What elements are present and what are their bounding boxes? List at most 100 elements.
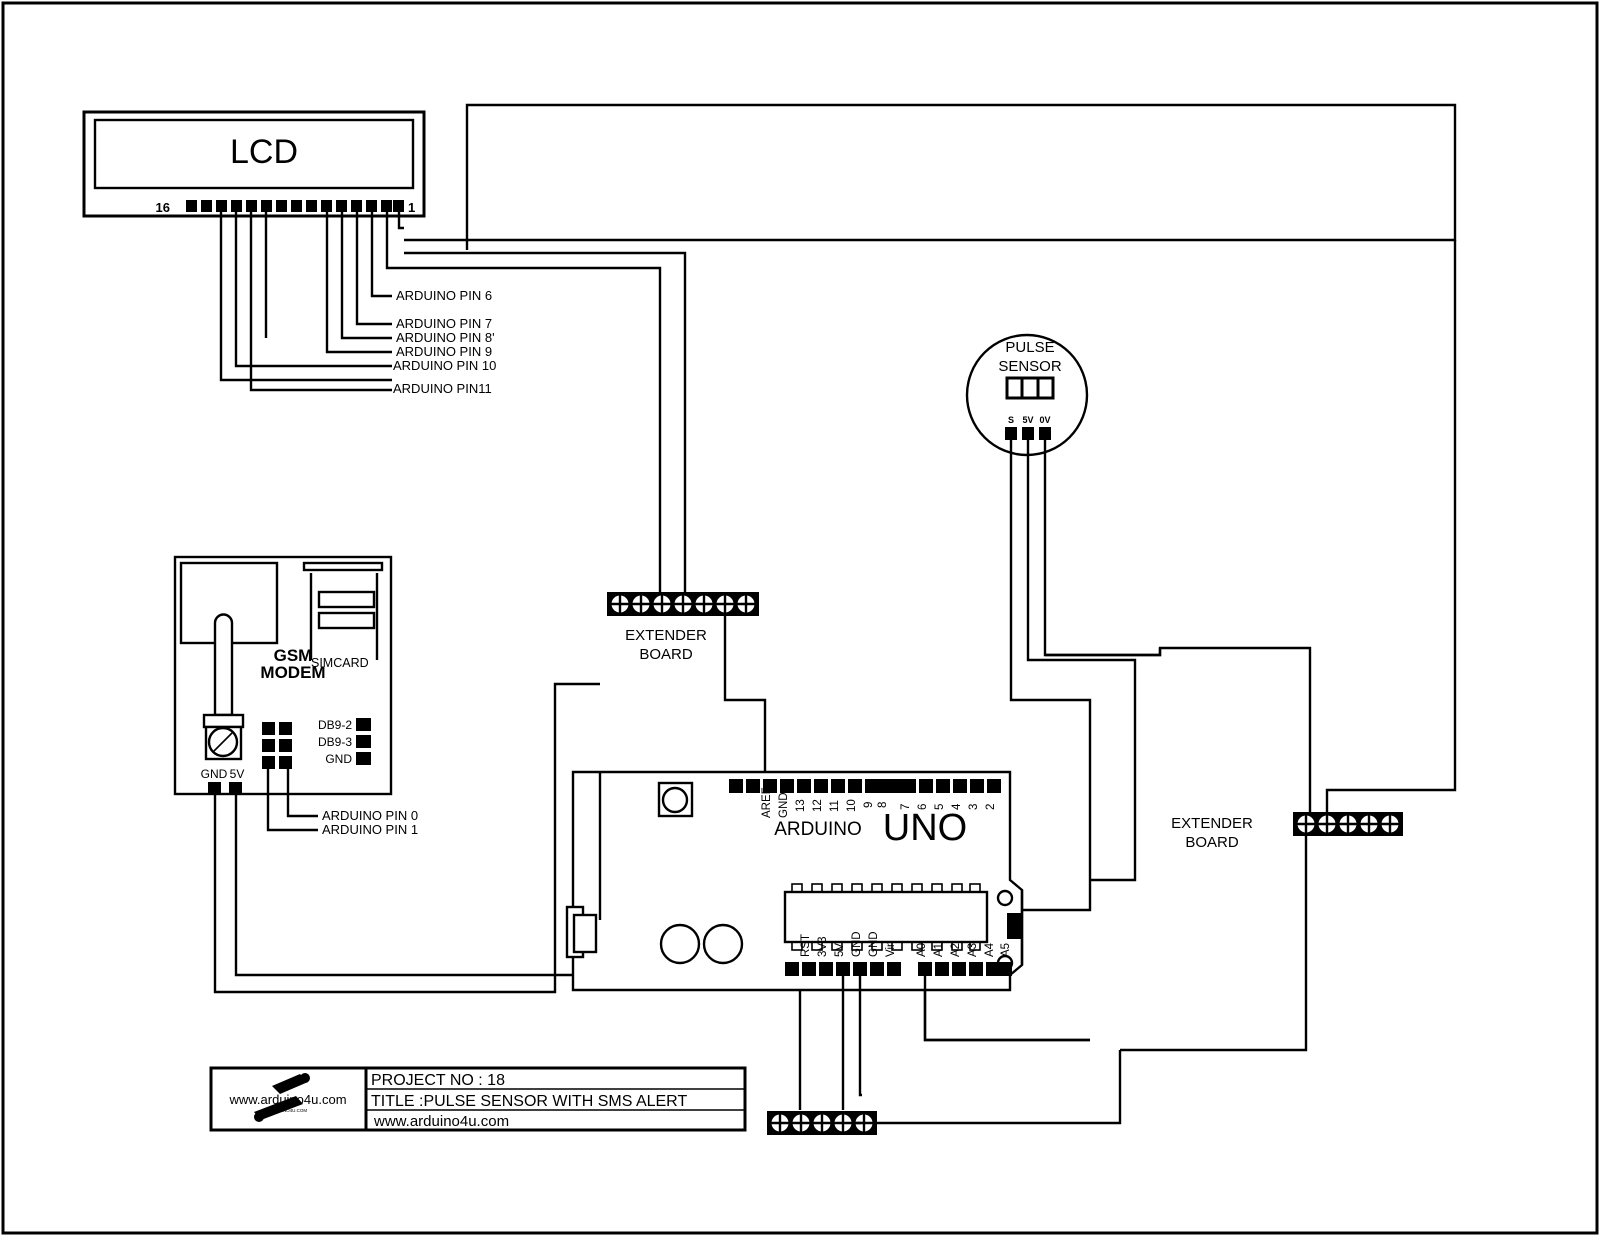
lcd-pin-2 bbox=[393, 200, 404, 212]
arduino-usb-port bbox=[572, 913, 598, 954]
arduino-label-a4: A4 bbox=[984, 942, 996, 957]
gsm-header-pad-5 bbox=[262, 756, 275, 769]
lcd-pin-16 bbox=[186, 200, 197, 212]
arduino-pad-gnd2 bbox=[870, 962, 884, 976]
arduino-pad-3v3 bbox=[819, 962, 833, 976]
simcard-top-bar bbox=[302, 561, 384, 572]
gsm-header-pad-4 bbox=[279, 739, 292, 752]
arduino-label-vin: Vin bbox=[885, 941, 897, 957]
lcd-pin-14 bbox=[216, 200, 227, 212]
arduino4u-logo-icon bbox=[254, 1073, 310, 1122]
title-block-logo-subtext: ARDUINO4U.COM bbox=[269, 1108, 308, 1113]
extender-right-wires bbox=[1120, 240, 1457, 1052]
lcd-wire-to-extender-a bbox=[404, 251, 687, 600]
gsm-db9-gnd-label: GND bbox=[325, 752, 352, 766]
gsm-wire-5v bbox=[234, 795, 802, 1110]
lcd-wire-power-loop bbox=[404, 103, 1457, 250]
gsm-db9-gnd-pad bbox=[356, 752, 371, 765]
arduino-label-a0: A0 bbox=[916, 943, 928, 957]
arduino-label-a3: A3 bbox=[967, 943, 979, 957]
lcd-wire-label-pin9: ARDUINO PIN 9 bbox=[396, 344, 492, 359]
arduino-pad-3r bbox=[970, 779, 984, 793]
arduino-label-3v3: 3V3 bbox=[817, 937, 829, 957]
lcd-wire-pin10b bbox=[234, 212, 392, 368]
lcd-wire-label-pin10: ARDUINO PIN 10 bbox=[393, 358, 496, 373]
gsm-wire-pin0 bbox=[286, 769, 318, 818]
pulse-sensor-pin-0v bbox=[1039, 427, 1051, 440]
arduino-label-4: 4 bbox=[951, 803, 963, 810]
gsm-db9-header: DB9-2 DB9-3 GND bbox=[318, 718, 371, 766]
lcd-wire-pin9 bbox=[325, 212, 392, 354]
gsm-modem-label-line2: MODEM bbox=[260, 663, 325, 682]
gsm-gnd-label: GND bbox=[201, 767, 228, 781]
lcd-pin-13 bbox=[231, 200, 242, 212]
extender-top-wire-to-arduino bbox=[723, 616, 767, 778]
pulse-sensor-pin-label-5v: 5V bbox=[1022, 415, 1033, 425]
arduino-label-7: 7 bbox=[900, 804, 912, 810]
arduino-pad-tl-2 bbox=[746, 779, 760, 793]
arduino-top-left-header: AREF GND 13 12 11 10 9 8 bbox=[729, 779, 889, 818]
title-block: www.arduino4u.com ARDUINO4U.COM PROJECT … bbox=[209, 1066, 747, 1132]
arduino-label-8: 8 bbox=[877, 802, 889, 808]
extender-right-terminals bbox=[1297, 815, 1399, 833]
lcd-wire-pin10 bbox=[219, 212, 392, 382]
arduino-mcu-ic bbox=[783, 890, 989, 944]
arduino-pad-10 bbox=[848, 779, 862, 793]
arduino-capacitor-2 bbox=[702, 923, 744, 965]
arduino-pad-2r bbox=[987, 779, 1001, 793]
lcd-pin-15 bbox=[201, 200, 212, 212]
lcd-wire-label-pin7: ARDUINO PIN 7 bbox=[396, 316, 492, 331]
extender-board-bottom bbox=[767, 1111, 877, 1135]
lcd-label: LCD bbox=[230, 133, 298, 171]
gsm-gnd-pad bbox=[208, 782, 221, 795]
pulse-sensor-pin-5v bbox=[1022, 427, 1034, 440]
title-block-url: www.arduino4u.com bbox=[373, 1113, 509, 1130]
arduino-pad-gnd1 bbox=[853, 962, 867, 976]
arduino-pad-8 bbox=[870, 779, 882, 793]
pulse-sensor-module: PULSE SENSOR S 5V 0V bbox=[965, 333, 1089, 457]
gsm-5v-pad bbox=[229, 782, 242, 795]
simcard-slot-1 bbox=[317, 590, 376, 609]
gsm-db9-3-label: DB9-3 bbox=[318, 735, 352, 749]
lcd-pin-label-1: 1 bbox=[408, 200, 415, 215]
lcd-pin-10 bbox=[276, 200, 287, 212]
lcd-wire-label-pin8: ARDUINO PIN 8' bbox=[396, 330, 495, 345]
arduino-pad-tl-1 bbox=[729, 779, 743, 793]
arduino-reset-button-cap[interactable] bbox=[661, 786, 689, 814]
arduino-pad-4r bbox=[953, 779, 967, 793]
extender-board-top: EXTENDER BOARD bbox=[607, 592, 759, 663]
lcd-module: LCD 16 1 bbox=[82, 110, 426, 218]
gsm-modem-label-line1: GSM bbox=[274, 646, 313, 665]
lcd-wire-pin8 bbox=[340, 212, 392, 340]
arduino-pad-rst bbox=[802, 962, 816, 976]
lcd-pin-3 bbox=[381, 200, 392, 212]
lcd-wire-label-pin6: ARDUINO PIN 6 bbox=[396, 288, 492, 303]
gsm-5v-label: 5V bbox=[230, 767, 245, 781]
arduino-label-gnd-top: GND bbox=[778, 792, 790, 818]
extender-top-wires bbox=[723, 616, 767, 778]
gsm-wire-gnd bbox=[213, 682, 600, 994]
lcd-outer-body bbox=[82, 110, 426, 218]
arduino-pad-6r bbox=[919, 779, 933, 793]
extender-right-wire-up bbox=[1325, 240, 1457, 812]
arduino-pad-5v bbox=[836, 962, 850, 976]
gsm-db9-3-pad bbox=[356, 735, 371, 748]
extender-right-wire-down bbox=[1120, 836, 1308, 1052]
arduino-pad-pw-0 bbox=[785, 962, 799, 976]
gsm-jack-top bbox=[202, 713, 245, 729]
arduino-pad-vin bbox=[887, 962, 901, 976]
arduino-wires bbox=[598, 772, 1090, 1110]
extender-top-label-line1: EXTENDER bbox=[625, 627, 707, 644]
arduino-pad-11 bbox=[831, 779, 845, 793]
title-block-project-no: PROJECT NO : 18 bbox=[371, 1072, 505, 1089]
lcd-wire-bundle bbox=[219, 103, 1457, 600]
extender-board-right: EXTENDER BOARD bbox=[1171, 812, 1403, 851]
lcd-wire-pin6 bbox=[370, 212, 392, 298]
arduino-brand-label: ARDUINO bbox=[774, 819, 862, 840]
gsm-wire-labels: ARDUINO PIN 0 ARDUINO PIN 1 bbox=[322, 808, 418, 837]
arduino-label-11: 11 bbox=[829, 800, 841, 812]
arduino-pad-a2 bbox=[952, 962, 966, 976]
lcd-pin-8 bbox=[306, 200, 317, 212]
